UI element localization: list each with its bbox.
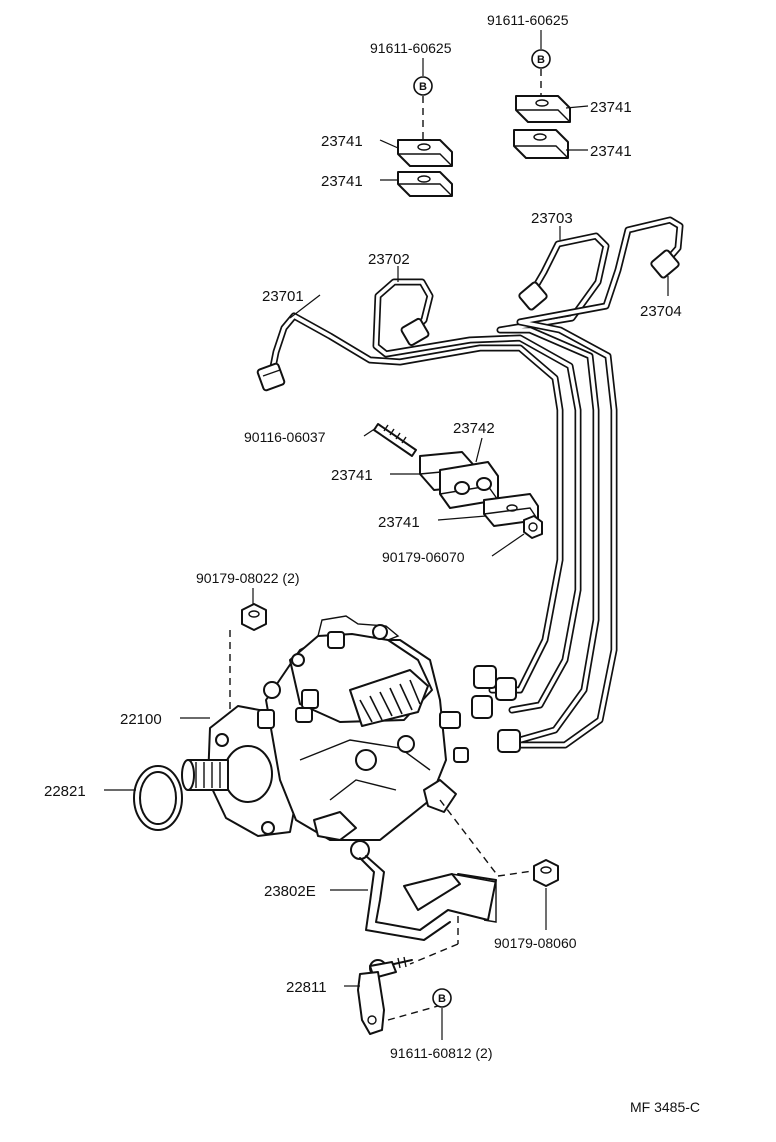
- bolt-icon: B: [531, 49, 551, 69]
- o-ring-icon: [133, 765, 183, 831]
- label-clip-right-bolt: 91611-60625: [487, 12, 569, 28]
- label-pipe-1: 23701: [262, 288, 304, 305]
- label-clamp-block: 23742: [453, 420, 495, 437]
- injection-pump-icon: [181, 615, 469, 841]
- label-clamp-nut: 90179-06070: [382, 549, 465, 565]
- pipe-clip-icon: [397, 171, 453, 197]
- label-pump: 22100: [120, 711, 162, 728]
- lever-icon: [357, 956, 413, 1035]
- hex-nut-icon: [400, 317, 430, 347]
- pipe-clip-icon: [515, 95, 571, 123]
- label-clip-right-upper: 23741: [590, 99, 632, 116]
- hex-nut-icon: [650, 249, 680, 279]
- label-pump-nut: 90179-08022 (2): [196, 570, 300, 586]
- svg-text:B: B: [419, 81, 427, 93]
- hex-nut-icon: [471, 665, 521, 753]
- hex-nut-icon: [533, 859, 559, 887]
- label-clip-left-upper: 23741: [321, 133, 363, 150]
- label-clamp-lower: 23741: [378, 514, 420, 531]
- clamp-block-icon: [439, 461, 499, 509]
- label-bracket-nut: 90179-08060: [494, 935, 577, 951]
- label-lever: 22811: [286, 979, 327, 996]
- svg-text:B: B: [537, 54, 545, 66]
- hex-nut-icon: [523, 515, 543, 539]
- label-bracket: 23802E: [264, 883, 316, 900]
- hex-nut-icon: [241, 603, 267, 631]
- label-pipe-4: 23704: [640, 303, 682, 320]
- bolt-icon: B: [432, 988, 452, 1008]
- bolt-icon: B: [413, 76, 433, 96]
- label-pipe-3: 23703: [531, 210, 573, 227]
- injection-pipe-icon: [268, 216, 684, 749]
- hex-nut-icon: [256, 362, 286, 392]
- label-pipe-2: 23702: [368, 251, 410, 268]
- label-lever-bolt: 91611-60812 (2): [390, 1045, 492, 1061]
- label-clip-right-lower: 23741: [590, 143, 632, 160]
- svg-text:B: B: [438, 993, 446, 1005]
- bracket-icon: [350, 840, 497, 941]
- hex-nut-icon: [518, 281, 548, 311]
- catalog-reference: MF 3485-C: [630, 1099, 700, 1115]
- label-o-ring: 22821: [44, 783, 86, 800]
- label-clip-left-lower: 23741: [321, 173, 363, 190]
- pipe-clip-icon: [513, 129, 569, 159]
- label-stud: 90116-06037: [244, 429, 326, 445]
- label-clip-left-bolt: 91611-60625: [370, 40, 452, 56]
- pipe-clip-icon: [397, 139, 453, 167]
- stud-bolt-icon: [373, 423, 417, 457]
- label-clamp-upper: 23741: [331, 467, 373, 484]
